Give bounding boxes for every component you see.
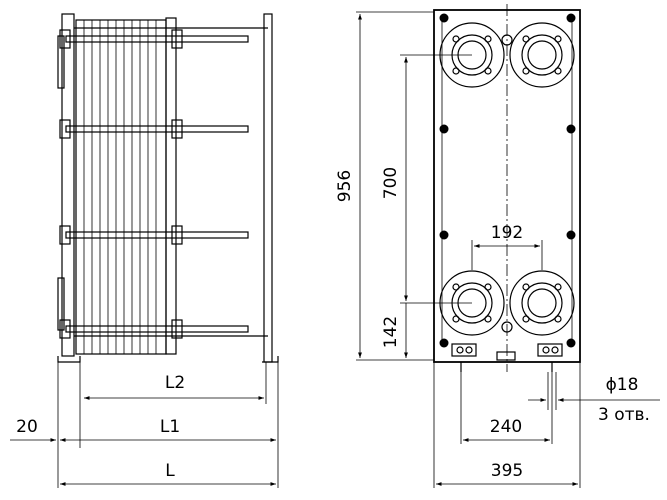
dimension-956: 956: [335, 170, 355, 202]
fixed-frame-plate: [61, 13, 75, 357]
plate-pack: [75, 19, 167, 355]
dimension-offset-20: 20: [16, 417, 38, 437]
front-view: [433, 4, 581, 372]
side-view: [57, 13, 279, 363]
support-column: [263, 13, 273, 363]
dimension-L1: L1: [160, 417, 180, 437]
dimension-hole-count: 3 отв.: [598, 405, 650, 425]
dimension-L2: L2: [165, 373, 185, 393]
tie-bolts: [59, 29, 249, 339]
front-view-dimensions: 956 700 142 192 240 395 ϕ18 3 отв.: [335, 11, 660, 488]
dimension-L: L: [165, 461, 175, 481]
dimension-142: 142: [381, 316, 401, 348]
bolt-holes: [439, 13, 576, 348]
pressure-plate: [165, 17, 177, 355]
dimension-240: 240: [490, 417, 522, 437]
side-view-dimensions: L2 L1 L 20: [10, 362, 279, 488]
dimension-395: 395: [491, 461, 523, 481]
dimension-hole-diameter: ϕ18: [606, 375, 639, 395]
dimension-192: 192: [491, 223, 523, 243]
dimension-700: 700: [381, 167, 401, 199]
